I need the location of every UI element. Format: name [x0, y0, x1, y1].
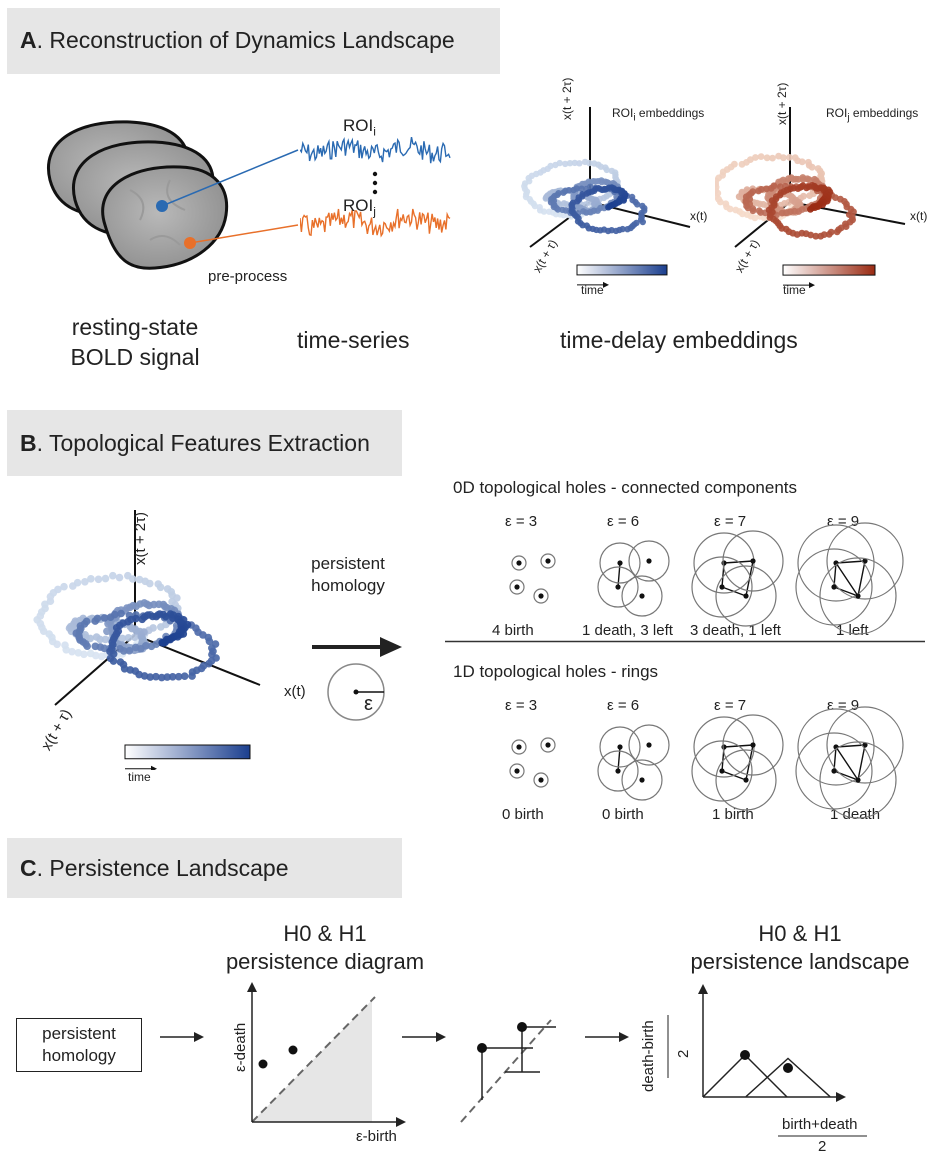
- time-series-j: [300, 208, 451, 238]
- roi-j-dot: [184, 237, 196, 249]
- pl-ylabel-num: death-birth: [640, 1020, 657, 1092]
- roi-connectors: [156, 149, 378, 249]
- pd-point-2: [288, 1045, 298, 1055]
- time-series-i: [300, 136, 451, 164]
- section-c-diagrams: [160, 982, 867, 1137]
- b-time: time: [128, 770, 151, 784]
- eps-symbol: ε: [364, 693, 373, 715]
- row0-caption-1: 1 death, 3 left: [582, 622, 673, 639]
- row1-eps-0: ε = 3: [505, 697, 538, 714]
- embedding-b: [33, 510, 261, 770]
- section-b-title: B. Topological Features Extraction: [20, 430, 370, 456]
- row1-caption-1: 0 birth: [602, 806, 644, 823]
- roi-i-dot: [156, 200, 168, 212]
- section-a-title: A. Reconstruction of Dynamics Landscape: [20, 27, 455, 53]
- row0-caption-3: 1 left: [836, 622, 869, 639]
- b-axis-x: x(t): [284, 683, 306, 700]
- section-b-banner: [7, 410, 402, 476]
- row0-eps-2: ε = 7: [714, 513, 747, 530]
- row1-caption-0: 0 birth: [502, 806, 544, 823]
- section-c-title: C. Persistence Landscape: [20, 855, 289, 881]
- embed-j-time: time: [783, 283, 806, 297]
- row1-caption-3: 1 death: [830, 806, 881, 823]
- row-divider: [445, 640, 925, 643]
- row1-eps-1: ε = 6: [607, 697, 640, 714]
- row1-title: 1D topological holes - rings: [453, 662, 659, 681]
- roi-i-label: ROIi: [343, 116, 376, 139]
- section-c-banner: [7, 838, 402, 898]
- embed-j-axis-x: x(t): [910, 209, 928, 223]
- pl-xlabel-den: 2: [818, 1138, 827, 1155]
- pd-ylabel: ε-death: [232, 1022, 249, 1072]
- pd-point-1: [258, 1059, 268, 1069]
- embed-i-title: ROIi embeddings: [612, 106, 705, 124]
- embedding-roi-j: [715, 107, 906, 289]
- filtration-diagrams: [509, 522, 904, 819]
- row0-title: 0D topological holes - connected compone…: [453, 478, 797, 497]
- pl-ylabel-den: 2: [675, 1049, 692, 1058]
- caption-time-series: time-series: [297, 327, 410, 353]
- section-a-banner: [7, 8, 500, 74]
- pl-xlabel-num: birth+death: [782, 1116, 858, 1133]
- embedding-roi-i: [521, 107, 691, 288]
- row1-eps-2: ε = 7: [714, 697, 747, 714]
- roi-j-label: ROIj: [343, 196, 376, 219]
- ph-arrow-and-eps: [312, 637, 402, 721]
- embed-i-axis-x: x(t): [690, 209, 708, 223]
- row0-caption-0: 4 birth: [492, 622, 534, 639]
- preprocess-label: pre-process: [208, 268, 288, 285]
- row0-eps-0: ε = 3: [505, 513, 538, 530]
- embed-j-title: ROIj embeddings: [826, 106, 919, 124]
- embed-i-time: time: [581, 283, 604, 297]
- caption-embeddings: time-delay embeddings: [560, 327, 798, 353]
- pd-xlabel: ε-birth: [356, 1128, 397, 1145]
- row0-eps-1: ε = 6: [607, 513, 640, 530]
- row0-caption-2: 3 death, 1 left: [690, 622, 781, 639]
